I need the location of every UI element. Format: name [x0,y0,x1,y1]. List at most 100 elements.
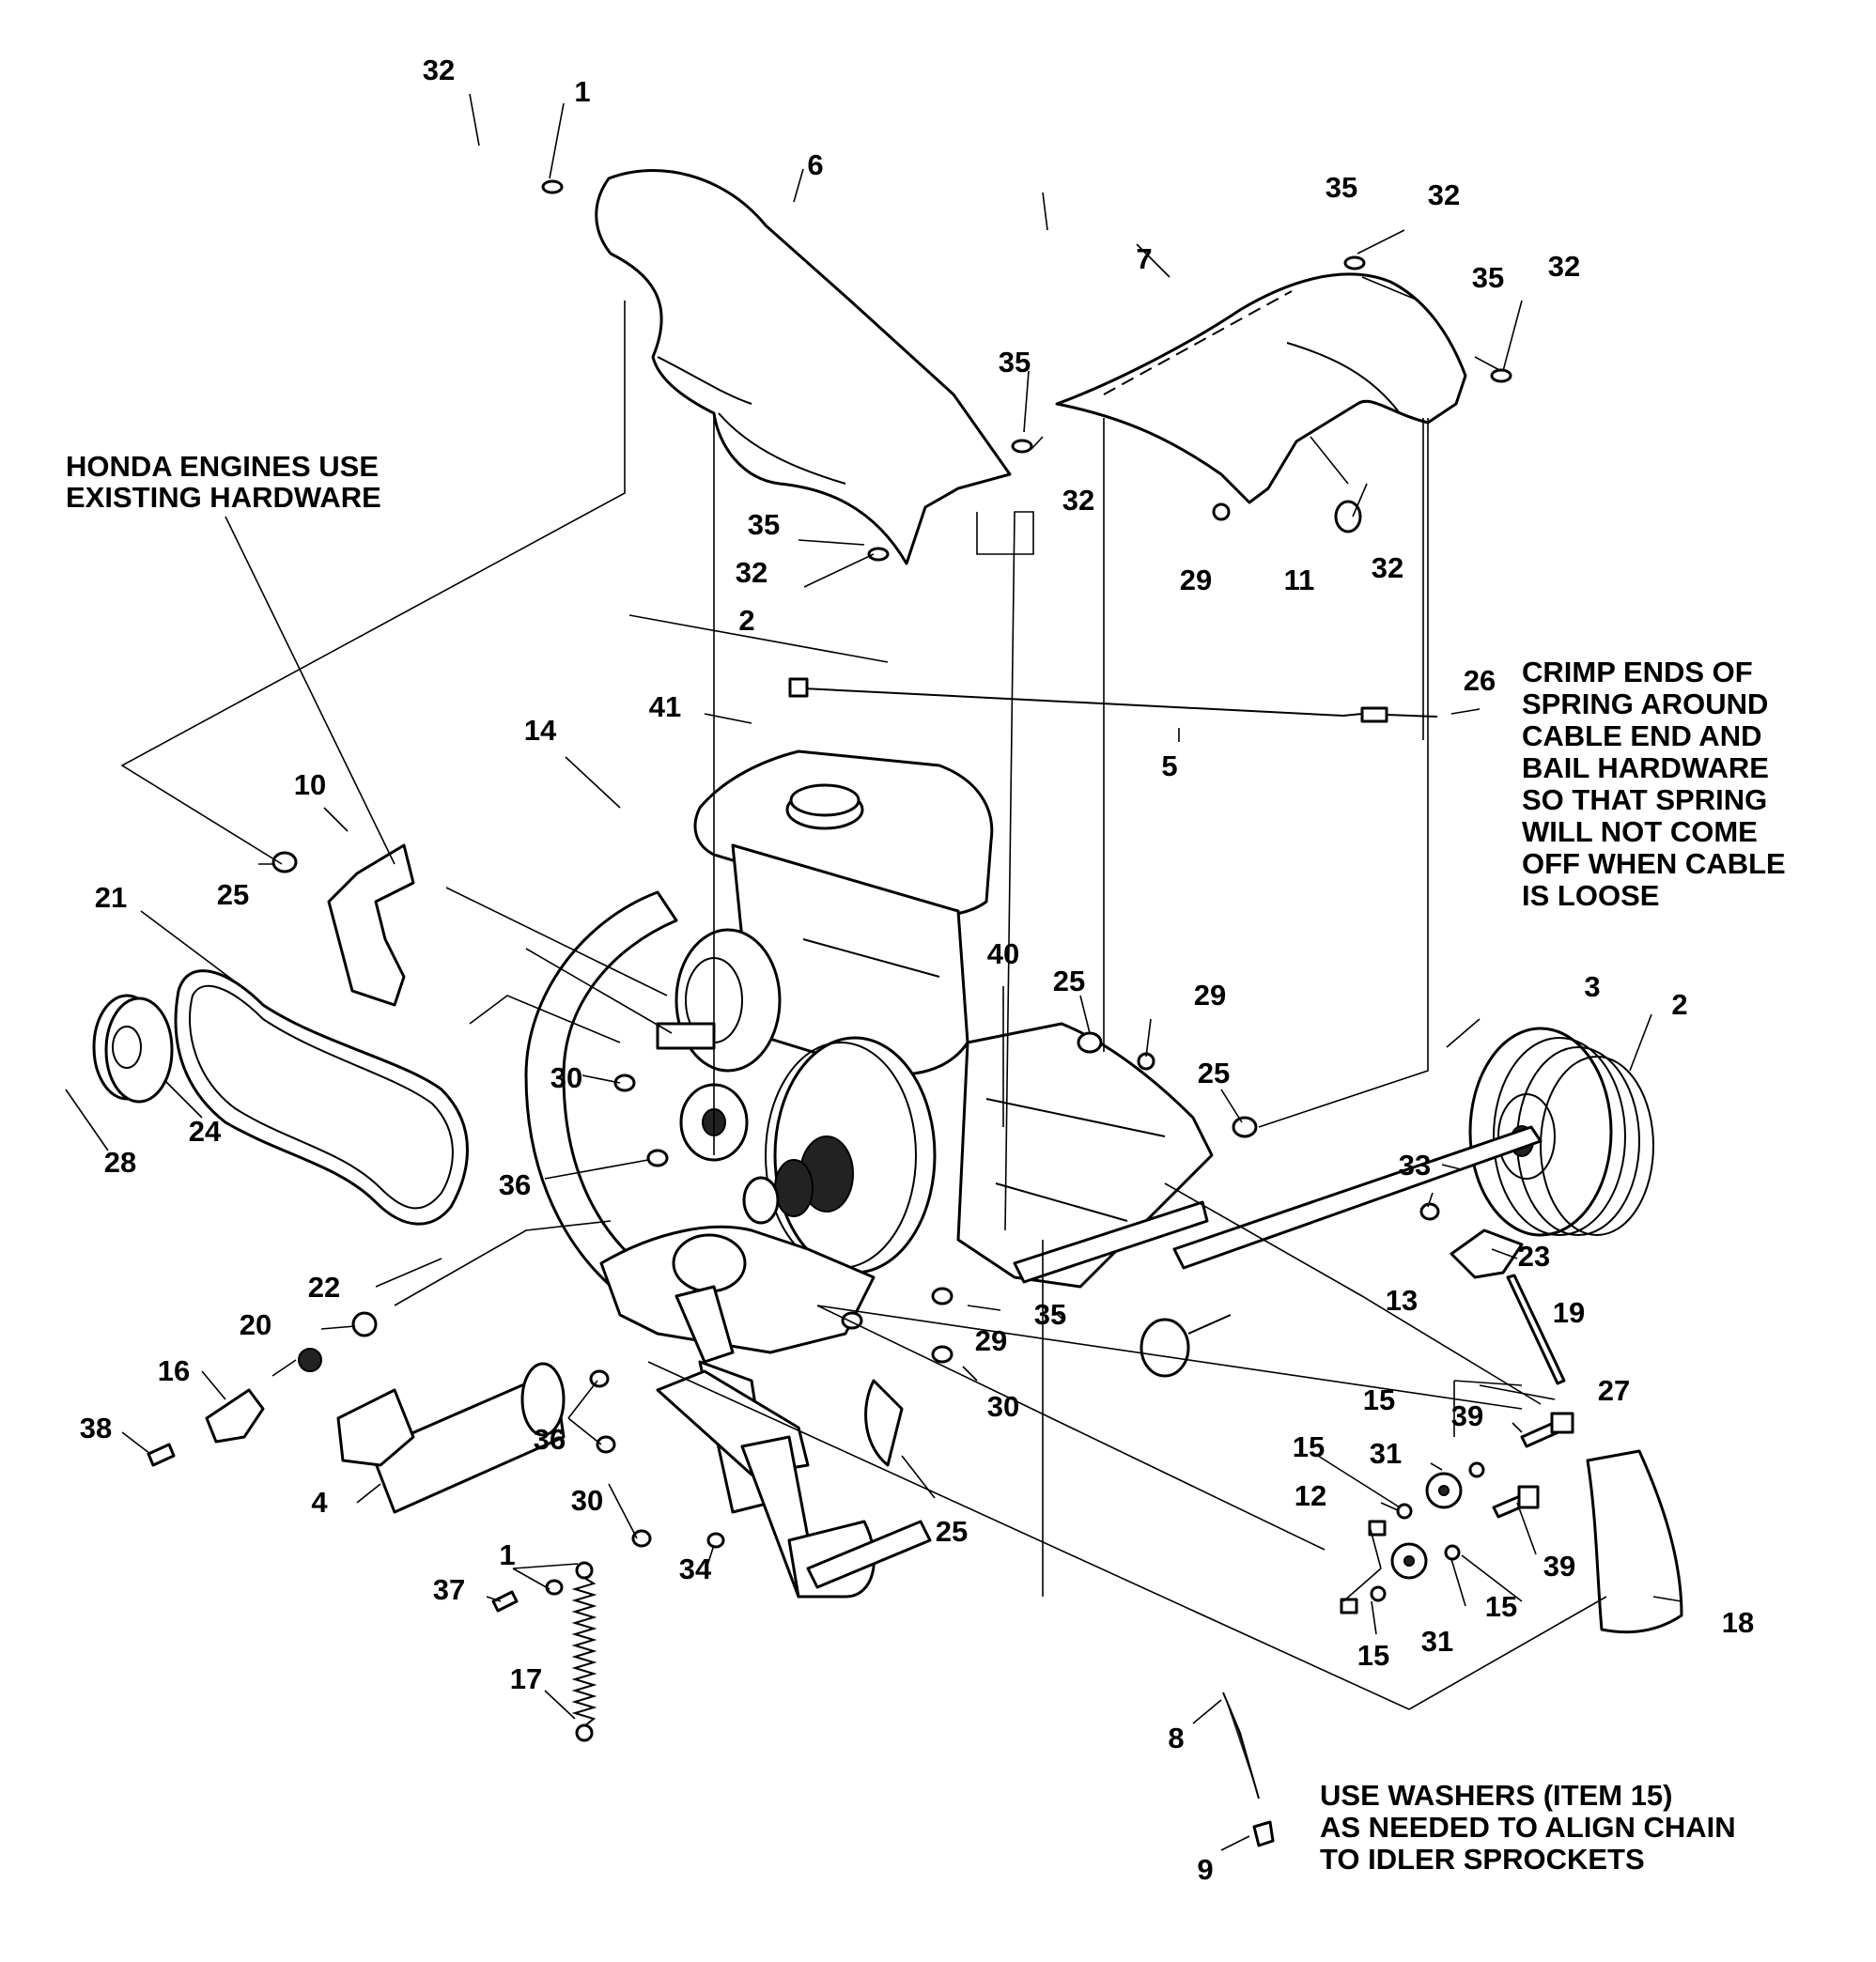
bracket [327,843,415,1007]
callout-16: 16 [158,1354,190,1387]
callout-15: 15 [1485,1590,1517,1623]
callout-33: 33 [1399,1149,1431,1182]
callout-19: 19 [1553,1296,1585,1329]
callout-25: 25 [217,878,249,911]
callout-41: 41 [649,690,681,723]
note-line: SO THAT SPRING [1522,783,1767,816]
spacer-tube [336,1362,566,1514]
callout-2: 2 [738,604,754,637]
callout-38: 38 [80,1412,112,1444]
fasteners [147,179,1512,1613]
callout-39: 39 [1543,1550,1575,1583]
callout-28: 28 [104,1146,136,1179]
note-line: AS NEEDED TO ALIGN CHAIN [1320,1811,1736,1844]
callout-5: 5 [1161,749,1177,782]
callout-36: 36 [534,1423,566,1456]
callout-29: 29 [1194,979,1226,1012]
note-line: IS LOOSE [1522,879,1659,912]
callout-25: 25 [1053,965,1085,997]
callout-35: 35 [1472,261,1504,294]
drive-belt [174,969,469,1226]
callout-21: 21 [95,881,127,914]
note-crimp-spring: CRIMP ENDS OF SPRING AROUND CABLE END AN… [1522,656,1786,912]
callout-1: 1 [574,75,590,108]
callout-29: 29 [1180,564,1212,596]
note-line: HONDA ENGINES USE [66,450,379,483]
callout-32: 32 [1062,484,1094,517]
callout-35: 35 [999,346,1031,378]
note-line: USE WASHERS (ITEM 15) [1320,1779,1673,1812]
callout-34: 34 [679,1553,712,1585]
engine-fuel-tank [693,749,994,918]
callout-31: 31 [1421,1625,1453,1658]
callout-20: 20 [240,1308,271,1341]
sprocket-hub [742,1135,854,1225]
callout-14: 14 [524,714,557,747]
drive-chain [1222,1692,1260,1800]
callout-40: 40 [987,937,1019,970]
callout-17: 17 [510,1662,542,1695]
callout-23: 23 [1518,1240,1550,1273]
note-honda-engines: HONDA ENGINES USE EXISTING HARDWARE [66,450,381,514]
callout-2: 2 [1671,988,1687,1021]
callout-30: 30 [550,1061,582,1094]
callout-15: 15 [1293,1430,1325,1463]
callout-31: 31 [1370,1437,1402,1470]
callout-1: 1 [499,1538,515,1571]
callout-13: 13 [1386,1284,1418,1317]
callout-10: 10 [294,768,326,801]
note-line: BAIL HARDWARE [1522,751,1769,784]
throttle-cable [802,687,1344,717]
callout-32: 32 [1428,178,1460,211]
callout-27: 27 [1598,1374,1630,1407]
tension-spring [571,1577,597,1727]
callout-32: 32 [423,54,455,86]
callout-30: 30 [571,1484,603,1517]
callout-4: 4 [311,1486,328,1519]
idler-sprockets [1390,1472,1463,1580]
callout-32: 32 [1372,551,1403,584]
note-line: WILL NOT COME [1522,815,1758,848]
frame-handle [524,890,678,1312]
note-line: CRIMP ENDS OF [1522,656,1753,688]
chain-guard [1055,272,1467,504]
note-washers: USE WASHERS (ITEM 15) AS NEEDED TO ALIGN… [1320,1779,1736,1876]
callout-7: 7 [1136,242,1152,275]
callout-26: 26 [1464,664,1496,697]
callout-18: 18 [1722,1606,1754,1639]
callout-24: 24 [189,1115,222,1148]
callout-25: 25 [936,1515,968,1548]
callout-35: 35 [748,508,780,541]
linkage-assembly [656,1285,932,1599]
side-guard [1586,1449,1683,1634]
callout-8: 8 [1168,1722,1184,1754]
note-line: OFF WHEN CABLE [1522,847,1786,880]
callout-3: 3 [1584,970,1600,1003]
axle [1172,1125,1543,1270]
callout-37: 37 [433,1573,465,1606]
callout-30: 30 [987,1390,1019,1423]
callout-32: 32 [736,556,767,589]
callout-11: 11 [1284,564,1315,596]
callout-25: 25 [1198,1057,1230,1089]
note-line: SPRING AROUND [1522,687,1768,720]
wheel [1468,1027,1654,1237]
note-line: TO IDLER SPROCKETS [1320,1843,1645,1876]
callout-35: 35 [1034,1298,1066,1331]
callout-35: 35 [1326,171,1357,204]
parts-drawing [92,169,1683,1847]
belt-guard-cover [595,169,1012,565]
drive-pulley [773,1036,937,1275]
callout-36: 36 [499,1168,531,1201]
pulley [92,994,174,1104]
callout-22: 22 [308,1271,340,1304]
callout-numbers: 32 1 6 7 35 32 35 32 35 32 35 32 29 11 3… [80,54,1754,1886]
callout-39: 39 [1451,1399,1483,1432]
leader-lines [65,93,1682,1851]
callout-15: 15 [1363,1383,1395,1416]
callout-29: 29 [975,1324,1007,1357]
callout-12: 12 [1295,1479,1326,1512]
lower-frame [599,1225,876,1354]
callout-32: 32 [1548,250,1580,283]
